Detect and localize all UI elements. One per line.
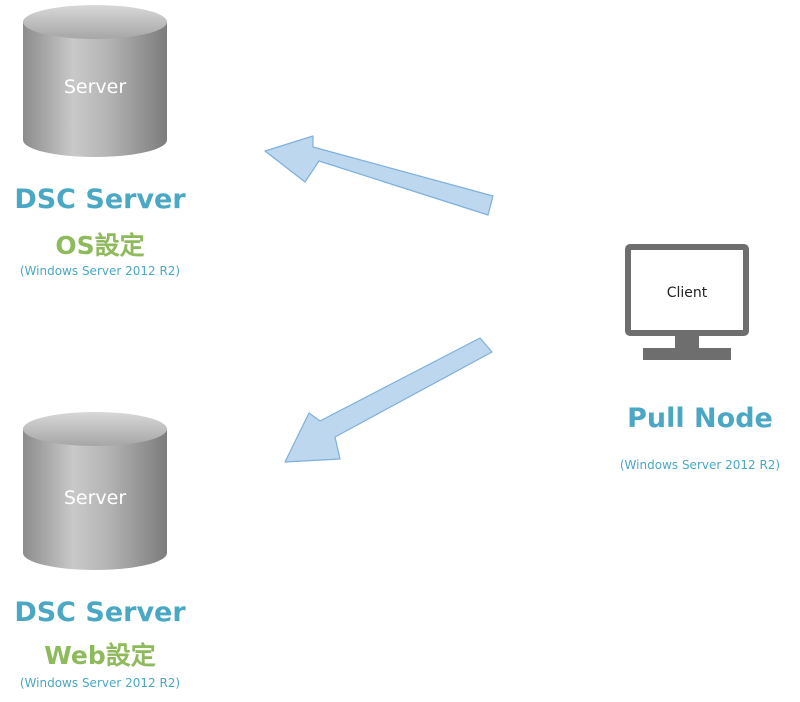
client-title: Pull Node [627,403,773,434]
arrow-to-server-bottom [284,337,493,463]
server-bottom-icon: Server [22,411,168,573]
server-top-label: Server [63,76,127,98]
cylinder-icon [23,5,167,157]
client-label: Client [666,285,708,301]
cylinder-icon [23,412,167,570]
server-top-icon: Server [22,4,168,160]
server-top-subtitle: OS設定 [55,231,145,260]
server-top-title: DSC Server [14,184,186,215]
server-bottom-os: (Windows Server 2012 R2) [19,676,181,690]
monitor-icon [625,244,749,360]
server-top-os: (Windows Server 2012 R2) [19,264,181,278]
server-bottom-label: Server [63,487,127,509]
server-bottom-title: DSC Server [14,597,186,628]
client-icon: Client [625,244,749,362]
arrow-to-server-top [264,135,494,216]
server-bottom-subtitle: Web設定 [44,641,156,670]
client-os: (Windows Server 2012 R2) [619,458,781,472]
